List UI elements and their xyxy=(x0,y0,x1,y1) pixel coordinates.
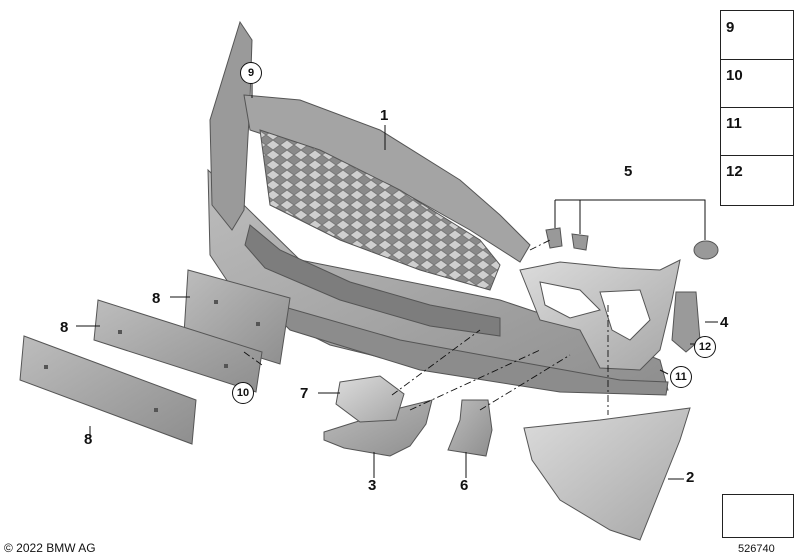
trim-strip xyxy=(323,399,433,457)
legend-row-10: 10 xyxy=(721,59,793,108)
legend-row-12: 12 xyxy=(721,155,793,203)
image-number: 526740 xyxy=(738,543,775,555)
dash-dot-lines xyxy=(243,239,609,415)
leader-lines xyxy=(76,82,718,480)
callout-7: 7 xyxy=(300,385,309,402)
circled-callout-9: 9 xyxy=(240,62,262,84)
callout-8-front: 8 xyxy=(84,431,93,448)
callout-6: 6 xyxy=(460,477,469,494)
tow-eye-cover xyxy=(335,375,405,423)
navigation-box[interactable] xyxy=(722,494,794,538)
legend-number: 11 xyxy=(726,115,742,132)
callout-8-rear: 8 xyxy=(152,290,161,307)
callout-2: 2 xyxy=(686,469,695,486)
legend-number: 9 xyxy=(726,19,735,36)
fastener-legend: 9 10 11 12 xyxy=(720,10,794,206)
legend-row-11: 11 xyxy=(721,107,793,156)
circled-callout-11: 11 xyxy=(670,366,692,388)
copyright-text: © 2022 BMW AG xyxy=(4,541,96,555)
cover-part xyxy=(447,399,493,457)
legend-number: 12 xyxy=(726,163,743,180)
license-plate-base-middle xyxy=(93,299,263,393)
clip-set xyxy=(545,227,719,260)
legend-row-9: 9 xyxy=(721,11,793,60)
legend-number: 10 xyxy=(726,67,743,84)
callout-3: 3 xyxy=(368,477,377,494)
circled-callout-12: 12 xyxy=(694,336,716,358)
bracket-part xyxy=(671,291,701,353)
license-plate-base-front xyxy=(19,335,197,445)
bumper-trim-panel xyxy=(207,20,681,396)
callout-5: 5 xyxy=(624,163,633,180)
side-trim-panel xyxy=(523,407,691,541)
callout-1: 1 xyxy=(380,107,389,124)
callout-4: 4 xyxy=(720,314,729,331)
circled-callout-10: 10 xyxy=(232,382,254,404)
callout-8-middle: 8 xyxy=(60,319,69,336)
